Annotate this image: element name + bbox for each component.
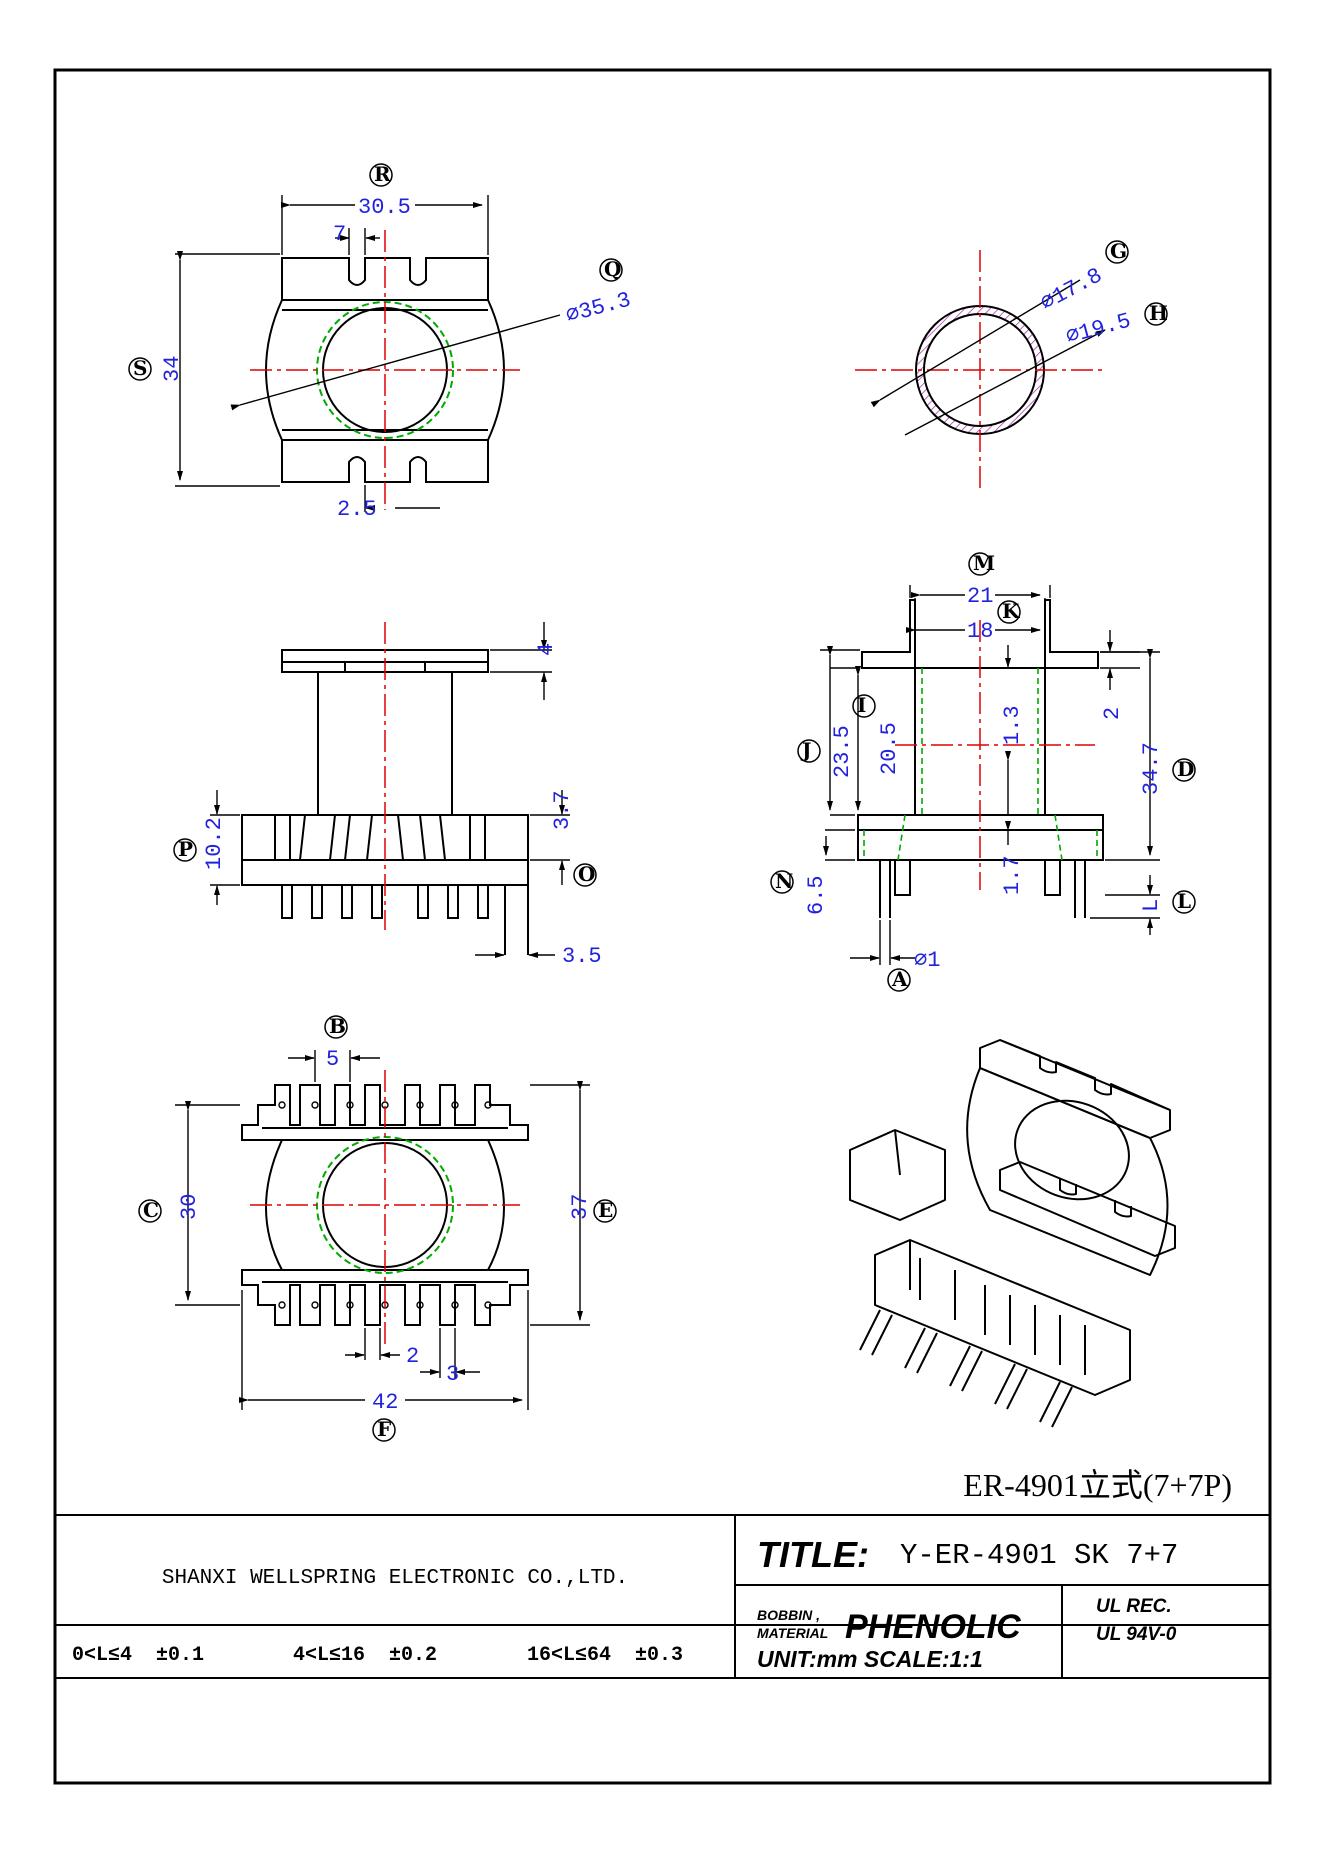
tolerance-2: 4<L≤16 ±0.2 [293, 1644, 437, 1667]
label-m-circle [968, 552, 992, 576]
label-e-circle [593, 1199, 617, 1223]
ul-rec: UL REC. [1096, 1596, 1172, 1617]
label-n: N [775, 869, 793, 893]
label-m: M [973, 551, 995, 575]
label-h: H [1149, 301, 1168, 325]
label-q-circle [599, 258, 623, 282]
label-q: Q [604, 257, 621, 281]
dim-side-j: 23.5 [830, 725, 855, 778]
unit-scale: UNIT:mm SCALE:1:1 [757, 1646, 983, 1672]
side-dims [820, 585, 1160, 965]
label-s-circle [128, 357, 152, 381]
company-name: SHANXI WELLSPRING ELECTRONIC CO.,LTD. [162, 1567, 628, 1590]
tolerance-1: 0<L≤4 ±0.1 [72, 1644, 204, 1667]
dim-front-pitch: 3.5 [562, 944, 602, 969]
dim-top-height: 34 [160, 356, 185, 382]
dim-side-wall-bottom: 1.7 [1000, 855, 1025, 895]
tube-centerlines [855, 250, 1105, 490]
label-b: B [329, 1014, 346, 1038]
dim-top-slot: 7 [333, 222, 346, 247]
dim-side-pin-dia: ⌀1 [914, 948, 940, 973]
bottom-centerlines [250, 1070, 520, 1345]
dim-top-width: 30.5 [358, 195, 411, 220]
dim-tube-inner: ⌀17.8 [1037, 263, 1107, 316]
top-view-dims [175, 195, 561, 512]
dim-side-wall-top: 1.3 [1000, 705, 1025, 745]
label-c-circle [138, 1199, 162, 1223]
label-d-circle [1172, 758, 1196, 782]
label-l-circle [1172, 890, 1196, 914]
dim-top-diameter: ⌀35.3 [563, 288, 633, 329]
label-j-circle [797, 739, 821, 763]
dim-front-base: 3.7 [550, 790, 575, 830]
title-block [55, 1514, 1270, 1679]
label-s: S [133, 356, 147, 380]
sheet-border [53, 68, 1272, 1785]
label-h-circle [1144, 302, 1168, 326]
dim-front-flange: 4 [534, 643, 559, 656]
dim-side-pin: 6.5 [804, 875, 829, 915]
label-i: I [857, 693, 866, 717]
dim-top-gap: 2.5 [337, 497, 377, 522]
label-r-circle [369, 163, 393, 187]
label-i-circle [852, 694, 876, 718]
material-label: MATERIAL [757, 1625, 828, 1641]
label-r: R [374, 162, 391, 186]
label-g: G [1110, 239, 1127, 263]
bottom-dims [175, 1050, 590, 1410]
label-c: C [143, 1198, 159, 1222]
dim-tube-outer: ⌀19.5 [1063, 309, 1133, 350]
side-hidden-lines [863, 668, 1098, 861]
material-value: PHENOLIC [845, 1608, 1021, 1646]
dim-side-inner: 18 [967, 619, 993, 644]
label-f: F [377, 1417, 391, 1441]
ul-rating: UL 94V-0 [1096, 1624, 1177, 1645]
dim-side-top-flange: 2 [1100, 707, 1125, 720]
drawing-caption: ER-4901立式(7+7P) [963, 1467, 1232, 1503]
label-k: K [1002, 599, 1020, 623]
dim-side-total: 34.7 [1139, 742, 1164, 795]
label-a: A [891, 967, 908, 991]
dim-bottom-inner-height: 30 [177, 1194, 202, 1220]
tolerance-3: 16<L≤64 ±0.3 [527, 1644, 683, 1667]
dim-side-i: 20.5 [877, 722, 902, 775]
label-l: L [1177, 889, 1191, 913]
dim-bottom-slot: 2 [406, 1344, 419, 1369]
title-label: TITLE: [757, 1534, 869, 1575]
label-o: O [578, 862, 595, 886]
label-b-circle [324, 1015, 348, 1039]
dim-side-l: L [1139, 899, 1164, 912]
label-f-circle [372, 1418, 396, 1442]
dim-front-base-height: 10.2 [202, 817, 227, 870]
dim-side-outer: 21 [967, 584, 993, 609]
label-g-circle [1105, 240, 1129, 264]
side-centerlines [895, 620, 1095, 890]
label-p: P [178, 837, 193, 861]
label-n-circle [770, 870, 794, 894]
label-j: J [800, 738, 811, 762]
tube-dims [870, 279, 1106, 436]
label-o-circle [573, 863, 597, 887]
dim-bottom-slot-2: 3 [446, 1362, 459, 1387]
label-d: D [1177, 757, 1194, 781]
dim-bottom-pin-pitch: 5 [326, 1047, 339, 1072]
bobbin-label: BOBBIN , [757, 1607, 820, 1623]
title-value: Y-ER-4901 SK 7+7 [900, 1539, 1178, 1572]
isometric-view [849, 1039, 1176, 1428]
front-dims [210, 622, 570, 958]
label-k-circle [997, 600, 1021, 624]
top-view-centerlines [250, 230, 520, 510]
dim-bottom-outer-height: 37 [568, 1194, 593, 1220]
label-p-circle [173, 838, 197, 862]
label-e: E [598, 1198, 613, 1222]
dim-bottom-width: 42 [372, 1390, 398, 1415]
label-a-circle [887, 968, 911, 992]
